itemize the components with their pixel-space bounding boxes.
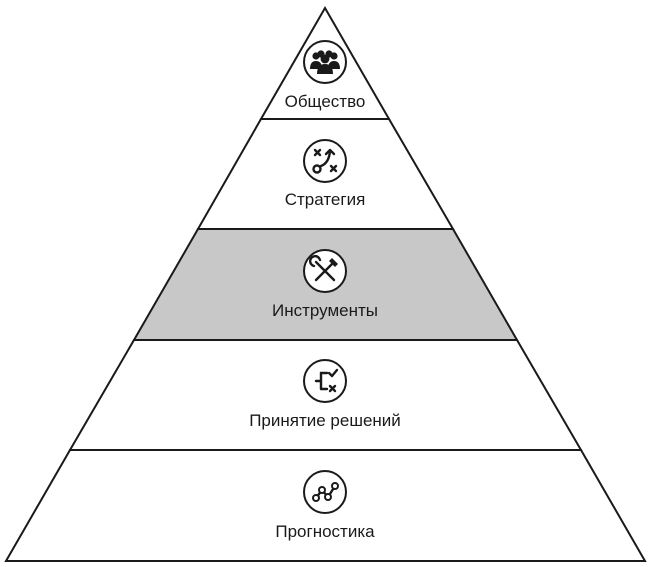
- pyramid-level-2: Стратегия: [285, 139, 366, 209]
- pyramid-level-4: Принятие решений: [249, 359, 401, 430]
- pyramid-level-1-label: Общество: [285, 92, 366, 111]
- pyramid-level-2-label: Стратегия: [285, 190, 366, 209]
- pyramid-level-3: Инструменты: [272, 249, 378, 320]
- pyramid-level-3-label: Инструменты: [272, 301, 378, 320]
- people-group-icon: [303, 40, 347, 84]
- pyramid-level-4-label: Принятие решений: [249, 411, 401, 430]
- pyramid-level-1: Общество: [285, 40, 366, 111]
- strategy-play-icon: [303, 139, 347, 183]
- pyramid-level-5: Прогностика: [275, 470, 375, 541]
- trend-line-icon: [303, 470, 347, 514]
- pyramid-level-5-label: Прогностика: [275, 522, 375, 541]
- decision-flow-icon: [303, 359, 347, 403]
- wrench-screwdriver-icon: [303, 249, 347, 293]
